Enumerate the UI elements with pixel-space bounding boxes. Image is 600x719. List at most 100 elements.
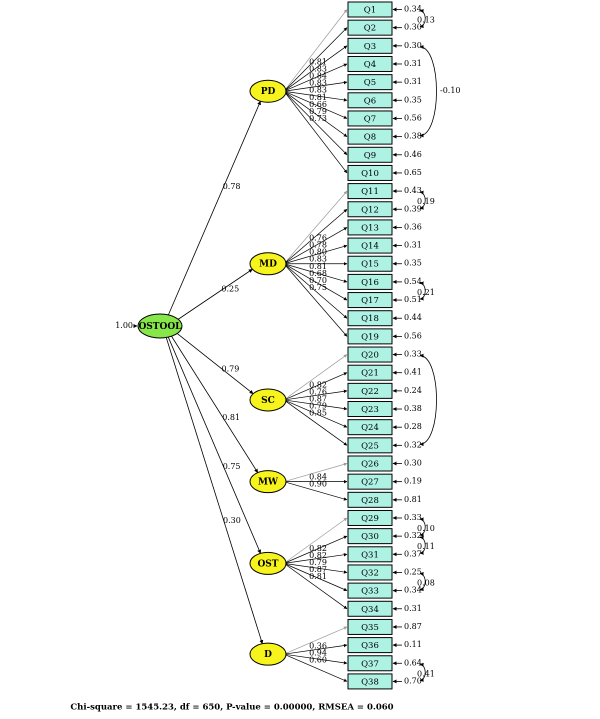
error-covariance-arc <box>419 45 437 138</box>
indicator-box <box>347 255 393 272</box>
error-variance: 0.56 <box>404 331 422 340</box>
loading-path <box>283 45 348 92</box>
item-loading: 0.79 <box>309 107 327 116</box>
indicator-box <box>347 346 393 363</box>
factor-node <box>249 642 287 666</box>
loading-path <box>283 563 348 610</box>
error-variance: 0.39 <box>404 204 422 213</box>
indicator-box <box>347 618 393 635</box>
item-loading: 0.68 <box>309 269 327 278</box>
indicator-label: Q13 <box>361 223 379 233</box>
indicator-box <box>347 564 393 581</box>
loading-path <box>283 553 348 564</box>
indicator-box <box>347 74 393 91</box>
indicator-box <box>347 419 393 436</box>
loading-path <box>283 9 348 92</box>
error-variance: 0.87 <box>404 622 422 631</box>
loading-path <box>283 90 348 156</box>
indicator-label: Q24 <box>361 423 379 433</box>
item-loading: 0.82 <box>309 544 327 553</box>
factor-path <box>176 332 254 395</box>
error-variance: 0.31 <box>404 59 422 68</box>
indicator-label: Q1 <box>364 6 376 16</box>
error-variance: 0.34 <box>404 586 422 595</box>
item-loading: 0.81 <box>309 93 327 102</box>
item-loading: 0.81 <box>309 262 327 271</box>
indicator-box <box>347 310 393 327</box>
indicator-box <box>347 55 393 72</box>
factor-label: MW <box>258 478 279 488</box>
item-loading: 0.83 <box>309 86 327 95</box>
factor-path <box>167 336 261 554</box>
factor-label: MD <box>259 260 277 270</box>
item-loading: 0.76 <box>309 234 327 243</box>
item-loading: 0.75 <box>309 283 327 292</box>
indicator-box <box>347 600 393 617</box>
item-loading: 0.94 <box>309 649 327 658</box>
error-variance: 0.31 <box>404 241 422 250</box>
indicator-label: Q6 <box>364 96 376 106</box>
indicator-box <box>347 164 393 181</box>
error-covariance-value: 0.10 <box>417 524 435 533</box>
loading-path <box>283 354 348 401</box>
indicator-box <box>347 92 393 109</box>
indicator-label: Q14 <box>361 242 379 252</box>
root-label: OSTOOL <box>138 322 182 332</box>
item-loading: 0.83 <box>309 79 327 88</box>
indicator-box <box>347 382 393 399</box>
factor-node <box>249 470 287 494</box>
loading-path <box>283 263 348 301</box>
indicator-box <box>347 292 393 309</box>
item-loading: 0.81 <box>309 572 327 581</box>
indicator-label: Q31 <box>361 550 379 560</box>
error-covariance-arc <box>419 571 426 592</box>
nodes-layer <box>137 1 393 690</box>
error-variance: 0.35 <box>404 259 422 268</box>
item-loading: 0.82 <box>309 380 327 389</box>
error-variance: 0.38 <box>404 404 422 413</box>
item-loading: 0.87 <box>309 565 327 574</box>
loading-path <box>283 653 348 682</box>
item-loading: 0.79 <box>309 558 327 567</box>
item-loading: 0.84 <box>309 72 327 81</box>
indicator-label: Q27 <box>361 478 379 488</box>
indicator-box <box>347 146 393 163</box>
indicator-label: Q35 <box>361 623 379 633</box>
error-covariance-value: 0.11 <box>417 542 435 551</box>
error-covariance-arc <box>419 517 426 537</box>
indicator-label: Q12 <box>361 205 379 215</box>
fit-statistics: Chi-square = 1545.23, df = 650, P-value … <box>70 703 393 713</box>
indicator-box <box>347 655 393 672</box>
item-loading: 0.60 <box>309 656 327 665</box>
indicator-label: Q20 <box>361 351 379 361</box>
error-variance: 0.54 <box>404 277 422 286</box>
error-covariance-arc <box>419 190 426 210</box>
factor-loading: 0.30 <box>223 516 241 525</box>
item-loading: 0.76 <box>309 387 327 396</box>
item-loading: 0.70 <box>309 276 327 285</box>
factor-node <box>249 551 287 575</box>
loading-path <box>283 399 348 446</box>
factor-loading: 0.78 <box>223 182 241 191</box>
error-variance: 0.30 <box>404 41 422 50</box>
indicator-label: Q3 <box>364 42 376 52</box>
indicator-box <box>347 273 393 290</box>
indicator-label: Q18 <box>361 314 379 324</box>
indicator-box <box>347 546 393 563</box>
factor-label: SC <box>261 396 275 406</box>
indicator-box <box>347 491 393 508</box>
loading-path <box>283 263 348 337</box>
error-variance: 0.19 <box>404 477 422 486</box>
error-variance: 0.44 <box>404 313 422 322</box>
edges-layer <box>133 7 437 684</box>
loading-path <box>283 244 348 265</box>
indicator-box <box>347 401 393 418</box>
error-variance: 0.70 <box>404 676 422 685</box>
loading-path <box>283 643 348 655</box>
indicator-box <box>347 455 393 472</box>
error-variance: 0.64 <box>404 658 422 667</box>
loading-path <box>283 563 348 591</box>
error-variance: 0.36 <box>404 222 422 231</box>
indicator-label: Q4 <box>364 60 376 70</box>
